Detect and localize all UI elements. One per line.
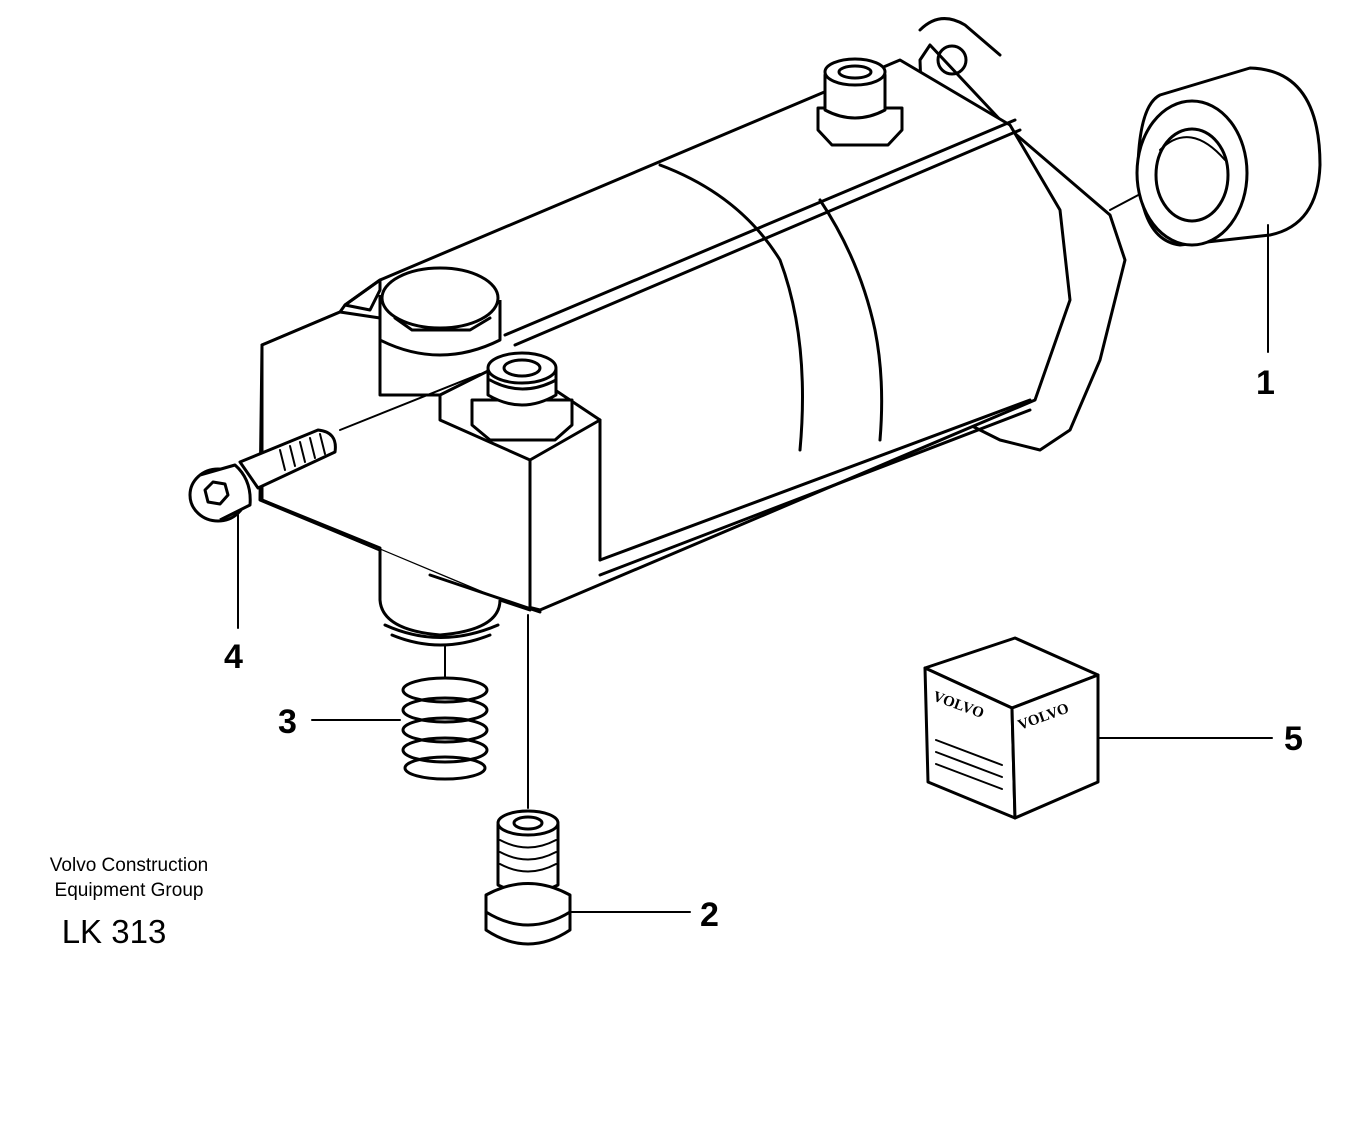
company-line-1: Volvo Construction <box>49 855 209 876</box>
callout-1: 1 <box>1256 364 1275 402</box>
part-4-cap-screw <box>188 373 481 629</box>
part-5-parts-kit-box: VOLVO VOLVO <box>923 636 1273 820</box>
company-caption: Volvo Construction Equipment Group <box>14 853 244 903</box>
diagram-code: LK 313 <box>61 913 167 950</box>
part-1-sleeve <box>1109 66 1322 353</box>
callout-2: 2 <box>700 896 719 934</box>
callout-3: 3 <box>278 703 297 741</box>
part-2-threaded-plug <box>484 614 691 946</box>
cylinder-assembly <box>258 17 1127 647</box>
callout-5: 5 <box>1284 720 1303 758</box>
callout-4: 4 <box>224 638 243 676</box>
part-3-spring <box>311 644 489 781</box>
company-line-2: Equipment Group <box>54 880 204 901</box>
